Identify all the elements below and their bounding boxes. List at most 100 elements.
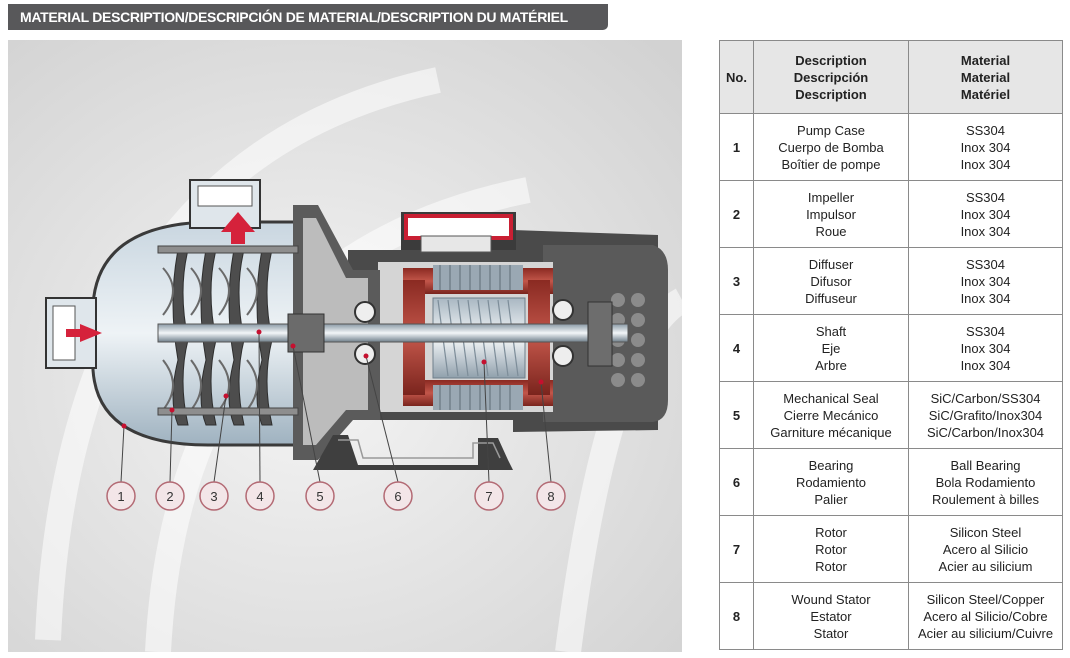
table-row: 6 Bearing Rodamiento Palier Ball Bearing…: [719, 448, 1063, 516]
material-line: Inox 304: [960, 290, 1011, 306]
callout-8: 8: [536, 481, 566, 511]
callout-2-label: 2: [166, 489, 173, 504]
material-line: SiC/Carbon/Inox304: [926, 424, 1045, 440]
header-material: Material Material Matériel: [908, 40, 1063, 114]
header-description-line: Descripción: [793, 69, 869, 85]
callout-7: 7: [474, 481, 504, 511]
material-line: SiC/Carbon/SS304: [930, 390, 1041, 406]
description-line: Difusor: [810, 273, 852, 289]
row-number: 5: [719, 381, 754, 449]
material-line: Inox 304: [960, 139, 1011, 155]
description-line: Diffuseur: [805, 290, 857, 306]
row-material: SS304 Inox 304 Inox 304: [908, 247, 1063, 315]
callout-4: 4: [245, 481, 275, 511]
material-line: Silicon Steel: [949, 524, 1022, 540]
description-line: Cuerpo de Bomba: [778, 139, 884, 155]
description-line: Wound Stator: [791, 591, 871, 607]
description-line: Stator: [813, 625, 849, 641]
row-number: 2: [719, 180, 754, 248]
row-number: 7: [719, 515, 754, 583]
description-line: Estator: [810, 608, 852, 624]
material-line: SiC/Grafito/Inox304: [928, 407, 1043, 423]
section-title: MATERIAL DESCRIPTION/DESCRIPCIÓN DE MATE…: [20, 9, 568, 25]
table-row: 4 Shaft Eje Arbre SS304 Inox 304 Inox 30…: [719, 314, 1063, 382]
row-material: Silicon Steel Acero al Silicio Acier au …: [908, 515, 1063, 583]
section-title-bar: MATERIAL DESCRIPTION/DESCRIPCIÓN DE MATE…: [8, 4, 608, 30]
description-line: Rotor: [815, 558, 847, 574]
material-line: SS304: [965, 323, 1006, 339]
header-material-line: Matériel: [960, 86, 1011, 102]
material-line: Silicon Steel/Copper: [926, 591, 1045, 607]
row-material: SS304 Inox 304 Inox 304: [908, 314, 1063, 382]
material-line: Ball Bearing: [950, 457, 1021, 473]
row-description: Wound Stator Estator Stator: [753, 582, 909, 650]
row-description: Rotor Rotor Rotor: [753, 515, 909, 583]
description-line: Impeller: [807, 189, 855, 205]
row-number: 8: [719, 582, 754, 650]
material-line: Acero al Silicio: [942, 541, 1029, 557]
header-material-line: Material: [960, 69, 1011, 85]
description-line: Shaft: [815, 323, 847, 339]
row-description: Impeller Impulsor Roue: [753, 180, 909, 248]
callout-6: 6: [383, 481, 413, 511]
material-line: Inox 304: [960, 223, 1011, 239]
material-line: SS304: [965, 189, 1006, 205]
material-line: Inox 304: [960, 156, 1011, 172]
material-line: Inox 304: [960, 340, 1011, 356]
row-description: Bearing Rodamiento Palier: [753, 448, 909, 516]
callout-8-label: 8: [547, 489, 554, 504]
header-no: No.: [719, 40, 754, 114]
description-line: Diffuser: [808, 256, 854, 272]
header-material-line: Material: [960, 52, 1011, 68]
material-line: Inox 304: [960, 206, 1011, 222]
description-line: Garniture mécanique: [770, 424, 892, 440]
table-row: 2 Impeller Impulsor Roue SS304 Inox 304 …: [719, 180, 1063, 248]
material-line: Acier au silicium: [938, 558, 1033, 574]
pump-cutaway-diagram: 1 2 3 4 5 6 7 8: [8, 40, 682, 652]
description-line: Rotor: [815, 541, 847, 557]
description-line: Mechanical Seal: [783, 390, 879, 406]
table-row: 7 Rotor Rotor Rotor Silicon Steel Acero …: [719, 515, 1063, 583]
row-description: Shaft Eje Arbre: [753, 314, 909, 382]
row-material: SiC/Carbon/SS304 SiC/Grafito/Inox304 SiC…: [908, 381, 1063, 449]
description-line: Cierre Mecánico: [783, 407, 879, 423]
row-material: Ball Bearing Bola Rodamiento Roulement à…: [908, 448, 1063, 516]
material-line: Roulement à billes: [932, 491, 1039, 507]
header-description-line: Description: [795, 86, 867, 102]
row-number: 6: [719, 448, 754, 516]
table-row: 1 Pump Case Cuerpo de Bomba Boîtier de p…: [719, 113, 1063, 181]
callout-6-label: 6: [394, 489, 401, 504]
header-description: Description Descripción Description: [753, 40, 909, 114]
callout-4-label: 4: [256, 489, 263, 504]
callout-5-label: 5: [316, 489, 323, 504]
callout-7-label: 7: [485, 489, 492, 504]
description-line: Arbre: [815, 357, 847, 373]
table-header-row: No. Description Descripción Description …: [719, 40, 1063, 114]
table-row: 5 Mechanical Seal Cierre Mecánico Garnit…: [719, 381, 1063, 449]
material-line: Inox 304: [960, 273, 1011, 289]
description-line: Rodamiento: [795, 474, 867, 490]
table-row: 8 Wound Stator Estator Stator Silicon St…: [719, 582, 1063, 650]
row-material: Silicon Steel/Copper Acero al Silicio/Co…: [908, 582, 1063, 650]
row-number: 4: [719, 314, 754, 382]
row-description: Mechanical Seal Cierre Mecánico Garnitur…: [753, 381, 909, 449]
material-line: SS304: [965, 122, 1006, 138]
material-line: SS304: [965, 256, 1006, 272]
row-number: 3: [719, 247, 754, 315]
callout-3: 3: [199, 481, 229, 511]
description-line: Eje: [821, 340, 841, 356]
callout-1: 1: [106, 481, 136, 511]
description-line: Boîtier de pompe: [781, 156, 881, 172]
material-line: Inox 304: [960, 357, 1011, 373]
description-line: Rotor: [815, 524, 847, 540]
description-line: Bearing: [808, 457, 854, 473]
description-line: Palier: [814, 491, 848, 507]
material-table: No. Description Descripción Description …: [719, 40, 1063, 650]
description-line: Impulsor: [806, 206, 856, 222]
description-line: Pump Case: [797, 122, 865, 138]
description-line: Roue: [815, 223, 847, 239]
row-number: 1: [719, 113, 754, 181]
material-line: Acier au silicium/Cuivre: [917, 625, 1054, 641]
material-line: Bola Rodamiento: [935, 474, 1036, 490]
callout-2: 2: [155, 481, 185, 511]
